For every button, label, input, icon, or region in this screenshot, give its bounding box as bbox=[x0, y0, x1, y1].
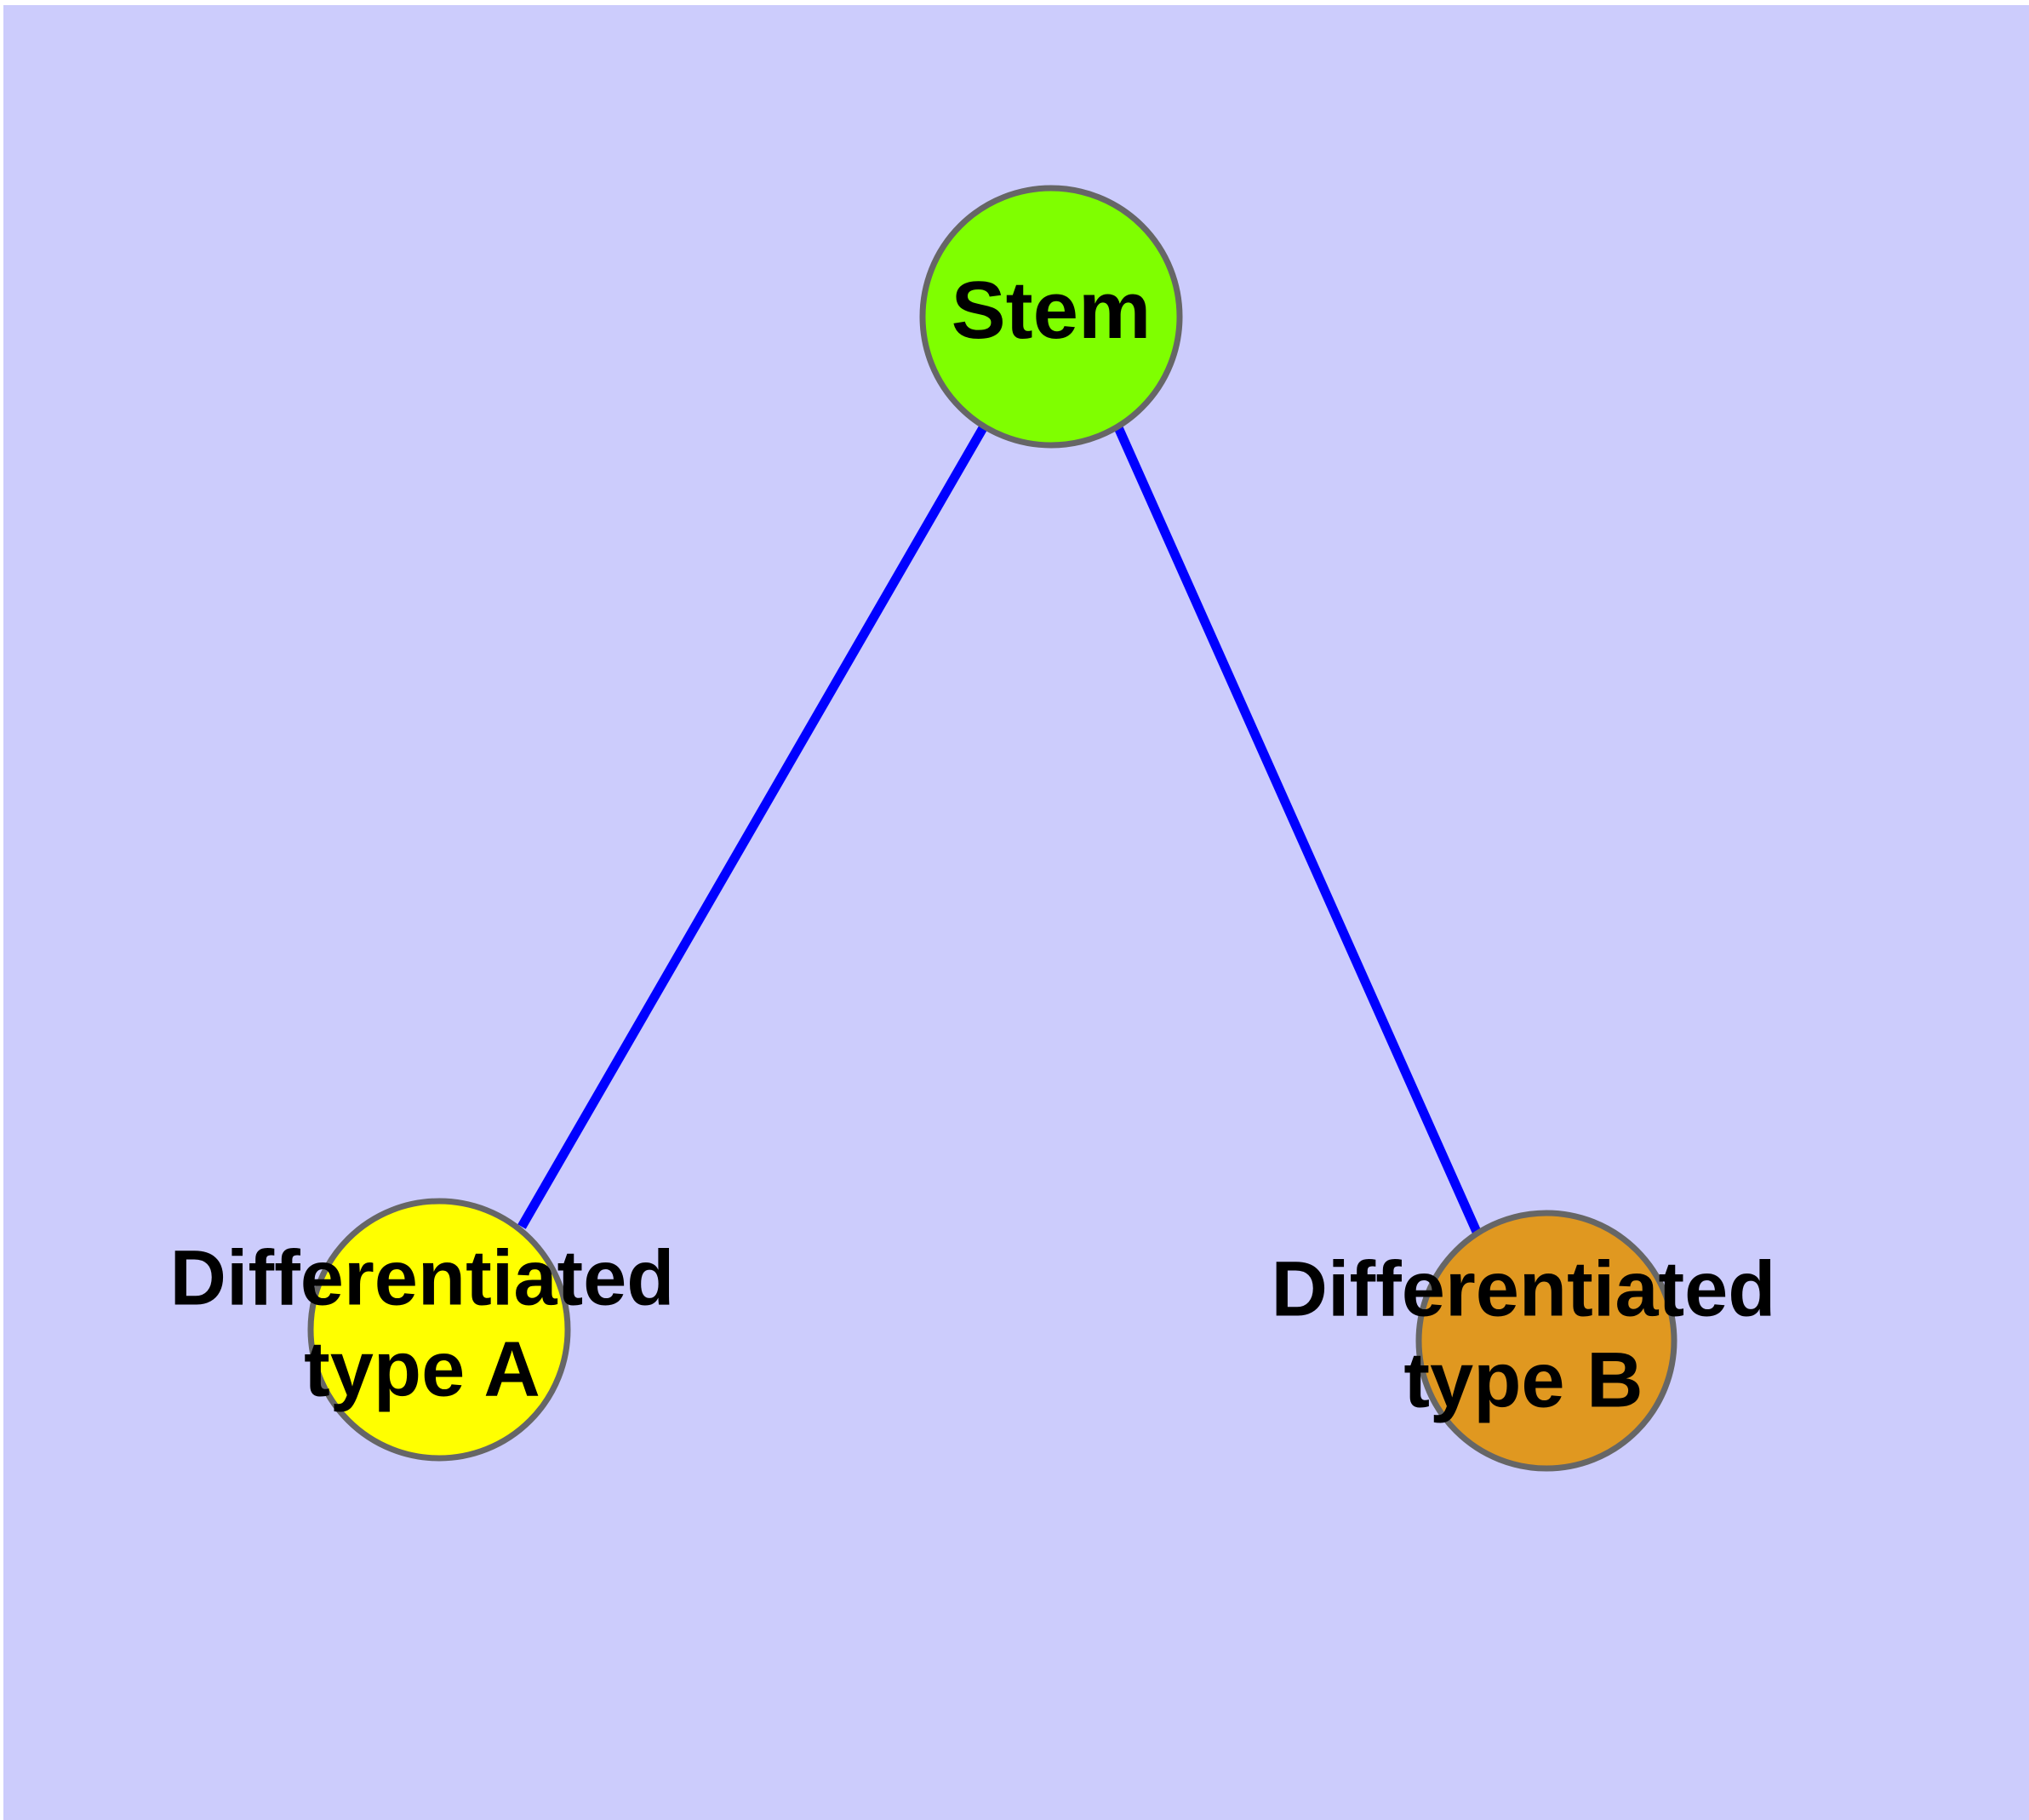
graph-node-diff_a[interactable] bbox=[307, 1198, 571, 1462]
node-label-line: Differentiated bbox=[1272, 1246, 1776, 1333]
node-circle-stem[interactable] bbox=[919, 185, 1183, 449]
node-circle-diff_b[interactable] bbox=[1415, 1210, 1677, 1472]
node-label-stem: Stem bbox=[952, 265, 1152, 356]
graph-edge-stem-to-diff-b bbox=[1112, 423, 1482, 1234]
graph-edge-stem-to-diff-a bbox=[517, 424, 988, 1229]
graph-node-stem[interactable] bbox=[919, 185, 1183, 449]
node-label-line: type A bbox=[304, 1326, 540, 1413]
graph-node-diff_b[interactable] bbox=[1415, 1210, 1677, 1472]
node-label-line: Stem bbox=[952, 265, 1152, 356]
node-circle-diff_a[interactable] bbox=[307, 1198, 571, 1462]
edges-layer bbox=[517, 423, 1482, 1234]
node-label-line: Differentiated bbox=[170, 1235, 675, 1322]
node-label-line: type B bbox=[1403, 1337, 1643, 1424]
